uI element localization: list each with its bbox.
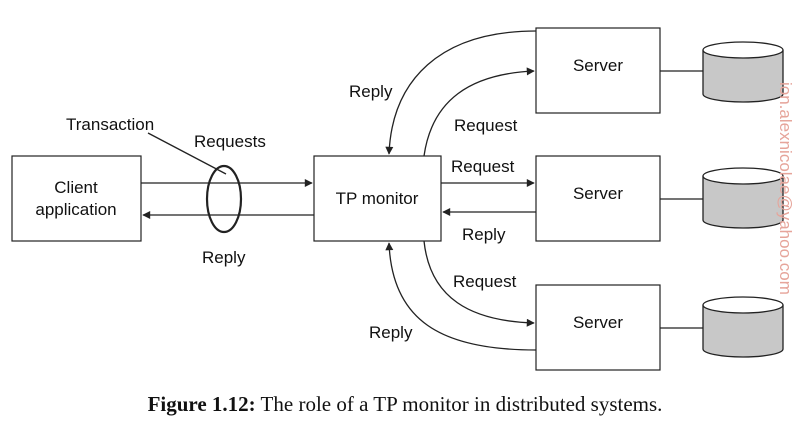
database-icon-top [702,41,784,103]
tp-to-server-bottom-request-arrow [423,240,535,327]
server-node-middle: Server [535,155,661,242]
tp-monitor-label: TP monitor [336,189,419,208]
database-icon-middle [702,167,784,229]
database-icon-bottom [702,296,784,358]
server-top-reply-label: Reply [349,82,393,101]
server-top-request-label: Request [454,116,518,135]
client-application-node: Client application [11,155,142,242]
server-bottom-request-label: Request [453,272,517,291]
server-box-bottom [535,284,661,371]
server-top-to-tp-reply-arrow [385,30,537,155]
tp-monitor-node: TP monitor [313,155,442,242]
server-node-bottom: Server [535,284,661,371]
figure-caption-text: The role of a TP monitor in distributed … [260,392,663,416]
server-box-middle [535,155,661,242]
transaction-pointer-line [147,132,227,175]
server-node-top: Server [535,27,661,114]
transaction-ellipse [205,164,243,234]
server-bottom-to-tp-reply-arrow [385,242,537,351]
server-bottom-reply-label: Reply [369,323,413,342]
server-box-top [535,27,661,114]
client-reply-label: Reply [202,248,246,267]
client-label-line2: application [35,200,116,219]
tp-monitor-box [313,155,442,242]
figure-caption: Figure 1.12: The role of a TP monitor in… [0,392,810,417]
email-watermark: ion.alexnicolae@yahoo.com [776,82,795,295]
requests-label: Requests [194,132,266,151]
server-middle-request-label: Request [451,157,515,176]
figure-number: Figure 1.12: [147,392,256,416]
server-middle-reply-label: Reply [462,225,506,244]
client-box [11,155,142,242]
client-label-line1: Client [54,178,98,197]
tp-to-server-top-request-arrow [423,67,535,157]
server-label-bottom: Server [573,313,623,332]
server-label-top: Server [573,56,623,75]
server-label-middle: Server [573,184,623,203]
transaction-label: Transaction [66,115,154,134]
